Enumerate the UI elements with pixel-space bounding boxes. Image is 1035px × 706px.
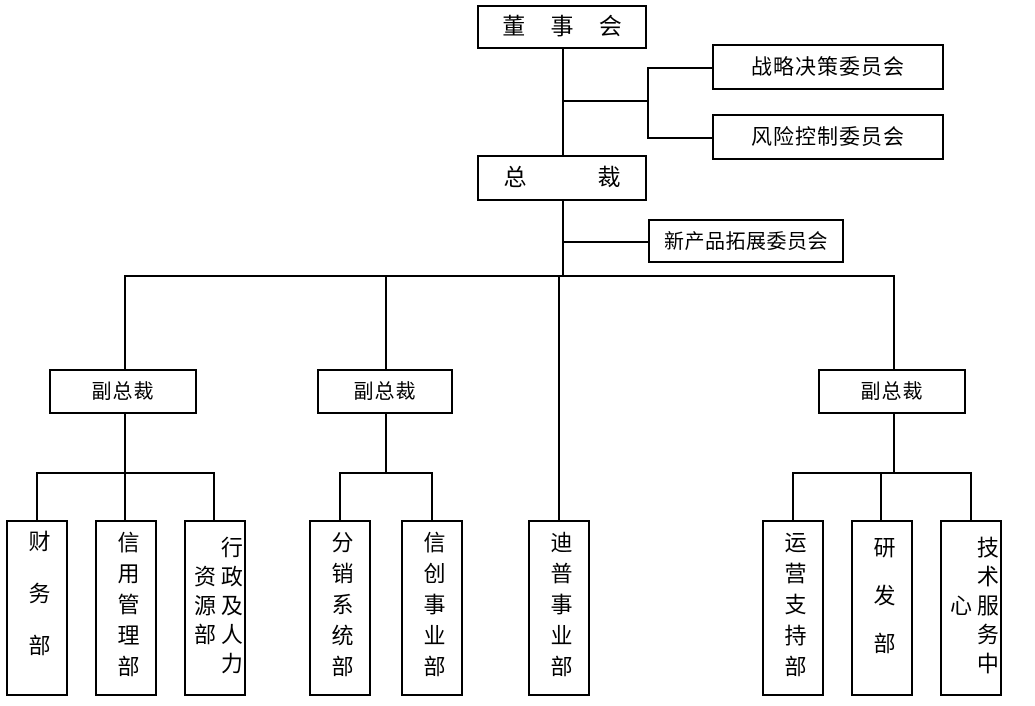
node-dept-distribution-system-label: 分销系统部 bbox=[327, 530, 353, 686]
connector-vp2-to-xinchuang bbox=[431, 472, 433, 522]
node-president[interactable]: 总 裁 bbox=[477, 155, 647, 201]
node-dept-admin-hr-label: 行政及人力资源部 bbox=[190, 535, 242, 681]
node-dept-xinchuang-business-label: 信创事业部 bbox=[419, 530, 445, 686]
connector-vp3-down bbox=[893, 413, 895, 473]
node-dept-rnd-label: 研发部 bbox=[869, 536, 895, 680]
node-dept-credit-management-label: 信用管理部 bbox=[113, 530, 139, 686]
node-vice-president-2[interactable]: 副总裁 bbox=[317, 369, 453, 414]
node-strategy-committee[interactable]: 战略决策委员会 bbox=[712, 44, 944, 90]
connector-president-spine bbox=[562, 200, 564, 276]
connector-vp2-child-bus bbox=[339, 472, 433, 474]
connector-vp3-to-techservice bbox=[970, 472, 972, 522]
connector-vp3-to-operations bbox=[792, 472, 794, 522]
connector-board-to-president bbox=[562, 46, 564, 158]
node-dept-rnd[interactable]: 研发部 bbox=[851, 520, 913, 696]
connector-vp1-to-credit bbox=[124, 472, 126, 522]
node-vice-president-1[interactable]: 副总裁 bbox=[49, 369, 197, 414]
connector-vp3-child-bus bbox=[792, 472, 972, 474]
connector-bracket-to-strategy-committee bbox=[647, 67, 713, 69]
node-risk-committee[interactable]: 风险控制委员会 bbox=[712, 114, 944, 160]
connector-vp3-to-rnd bbox=[880, 472, 882, 522]
node-new-product-committee[interactable]: 新产品拓展委员会 bbox=[648, 219, 844, 263]
node-dept-finance-label: 财务部 bbox=[24, 530, 50, 686]
node-dept-finance[interactable]: 财务部 bbox=[6, 520, 68, 696]
connector-bus-to-vp1 bbox=[124, 275, 126, 370]
node-dept-technical-service-center[interactable]: 技术服务中心 bbox=[940, 520, 1002, 696]
node-dept-credit-management[interactable]: 信用管理部 bbox=[95, 520, 157, 696]
node-dept-xinchuang-business[interactable]: 信创事业部 bbox=[401, 520, 463, 696]
connector-committee-bracket-vertical bbox=[647, 67, 649, 139]
connector-board-to-committee-bracket bbox=[563, 100, 649, 102]
node-risk-committee-label: 风险控制委员会 bbox=[751, 124, 905, 149]
connector-vp1-to-hr bbox=[213, 472, 215, 522]
connector-vp-bus bbox=[124, 275, 895, 277]
node-vice-president-2-label: 副总裁 bbox=[353, 379, 417, 403]
connector-vp2-to-distribution bbox=[339, 472, 341, 522]
node-board-label: 董 事 会 bbox=[502, 13, 631, 40]
node-vice-president-3[interactable]: 副总裁 bbox=[818, 369, 966, 414]
connector-vp2-down bbox=[385, 413, 387, 473]
node-strategy-committee-label: 战略决策委员会 bbox=[751, 54, 905, 79]
node-dept-operations-support-label: 运营支持部 bbox=[780, 530, 806, 686]
connector-bus-to-vp3 bbox=[893, 275, 895, 370]
node-dept-dptech-business[interactable]: 迪普事业部 bbox=[528, 520, 590, 696]
node-dept-admin-hr[interactable]: 行政及人力资源部 bbox=[184, 520, 246, 696]
node-president-label: 总 裁 bbox=[503, 164, 645, 191]
node-board[interactable]: 董 事 会 bbox=[477, 5, 647, 49]
connector-president-to-new-product-committee bbox=[563, 241, 649, 243]
node-vice-president-3-label: 副总裁 bbox=[860, 379, 924, 403]
connector-center-spine-to-direct-dept bbox=[558, 276, 560, 522]
connector-vp1-to-finance bbox=[36, 472, 38, 522]
node-dept-distribution-system[interactable]: 分销系统部 bbox=[309, 520, 371, 696]
connector-bracket-to-risk-committee bbox=[647, 137, 713, 139]
connector-bus-to-vp2 bbox=[385, 275, 387, 370]
connector-vp1-down bbox=[124, 413, 126, 473]
node-new-product-committee-label: 新产品拓展委员会 bbox=[664, 228, 828, 253]
node-dept-technical-service-center-label: 技术服务中心 bbox=[946, 535, 998, 681]
node-vice-president-1-label: 副总裁 bbox=[91, 379, 155, 403]
node-dept-operations-support[interactable]: 运营支持部 bbox=[762, 520, 824, 696]
node-dept-dptech-business-label: 迪普事业部 bbox=[546, 530, 572, 686]
